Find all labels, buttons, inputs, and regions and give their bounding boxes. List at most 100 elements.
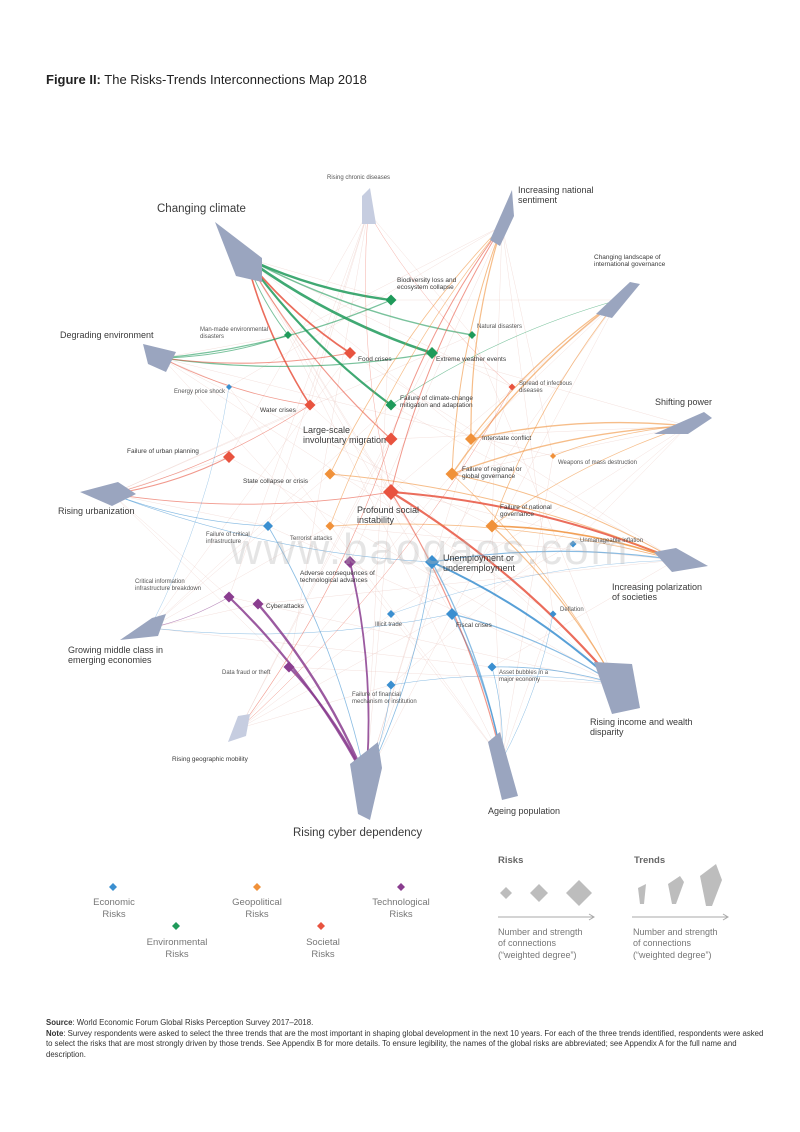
connection-governance-national [491, 299, 619, 527]
risk-nodes [223, 294, 577, 690]
connection-urbanization-critinfra [111, 493, 269, 527]
faint-connection-ageing-deflation [501, 613, 554, 761]
risk-diamond-statecollapse [324, 468, 336, 480]
faint-connection-cyber-interstate [365, 438, 472, 781]
faint-connection-mobility-financial [239, 684, 392, 729]
faint-connection-inequality-datafraud [288, 666, 617, 685]
faint-connection-power-financial [390, 425, 689, 686]
risk-label-statecollapse: State collapse or crisis [243, 478, 309, 485]
legend-trends-arrow [632, 913, 729, 921]
trend-shape-national [490, 190, 514, 246]
legend-trend-size-medium [668, 876, 684, 904]
trend-label-chronic: Rising chronic diseases [327, 175, 391, 181]
risk-diamond-unemployment [425, 555, 439, 569]
trend-shape-cyber [350, 742, 382, 820]
risk-label-national: Failure of national governance [500, 504, 552, 519]
risk-label-deflation: Deflation [560, 607, 584, 613]
risk-diamond-migration [384, 432, 398, 446]
risk-label-interstate: Interstate conflict [482, 435, 532, 442]
faint-connection-chronic-critinfra [267, 211, 369, 527]
trend-shape-power [654, 412, 712, 434]
connection-polarization-terrorist [329, 523, 677, 561]
legend-trend-size-small [638, 884, 646, 904]
connection-national-terrorist [329, 225, 503, 527]
risk-diamond-illicit [387, 610, 395, 618]
faint-connection-inequality-cib [228, 596, 617, 685]
risk-diamond-infectious [508, 383, 516, 391]
risk-label-weather: Extreme weather events [436, 356, 507, 363]
risk-label-terrorist: Terrorist attacks [290, 536, 333, 542]
faint-connection-national-national [491, 225, 503, 527]
legend-geopolitical-label: Geopolitical Risks [232, 897, 282, 920]
faint-connection-governance-instability [390, 299, 619, 493]
risk-label-food: Food crises [358, 356, 392, 363]
trend-label-climate: Changing climate [157, 203, 246, 215]
risk-diamond-weather [426, 347, 438, 359]
trend-shape-urbanization [80, 482, 136, 506]
risk-label-migration: Large-scale involuntary migration [303, 425, 387, 446]
trend-shape-governance [596, 282, 640, 318]
legend-societal-label: Societal Risks [306, 937, 340, 960]
connection-governance-interstate [470, 299, 619, 440]
note-label: Note [46, 1028, 64, 1038]
faint-connection-ageing-adverse [349, 561, 503, 761]
figure-title-prefix: Figure II: [46, 72, 101, 87]
faint-connection-chronic-natural [367, 211, 473, 336]
trend-label-cyber: Rising cyber dependency [293, 827, 423, 839]
faint-connection-national-manmade [287, 225, 503, 336]
faint-connection-power-weather [431, 352, 689, 427]
connection-climate-migration [245, 257, 392, 440]
legend-category-diamond-4 [317, 922, 325, 930]
connection-national-regional [451, 225, 503, 475]
faint-connection-national-wmd [501, 225, 554, 457]
legend-risks-note: Number and strength of connections (“wei… [498, 927, 583, 960]
faint-connection-national-adverse [349, 225, 503, 563]
trend-label-mobility: Rising geographic mobility [172, 756, 248, 763]
legend-graphics [109, 864, 729, 930]
risk-label-manmade: Man-made environmental disasters [200, 327, 269, 340]
connection-ageing-instability [390, 491, 503, 761]
risk-diamond-adverse [344, 556, 356, 568]
connection-polarization-statecollapse [329, 473, 677, 561]
connection-power-interstate [470, 421, 689, 440]
trend-shape-polarization [654, 548, 708, 572]
risk-label-inflation: Unmanageable inflation [580, 538, 644, 544]
faint-connection-chronic-cib [228, 211, 369, 598]
risk-diamond-natural [468, 331, 476, 339]
trend-label-middleclass: Growing middle class in emerging economi… [68, 645, 164, 666]
legend-risk-size-small [500, 887, 512, 899]
trend-label-ageing: Ageing population [488, 806, 561, 816]
faint-connection-power-inflation [572, 425, 689, 545]
faint-connection-environment-national [161, 357, 493, 527]
note-line: Note: Survey respondents were asked to s… [46, 1029, 766, 1061]
connection-cyber-cyberattacks [257, 603, 368, 781]
risk-diamond-manmade [284, 331, 292, 339]
connection-climate-weather [245, 256, 433, 355]
connection-cyber-cib [228, 596, 367, 781]
connection-national-interstate [470, 225, 503, 440]
legend-environmental-label: Environmental Risks [146, 937, 208, 960]
source-text: : World Economic Forum Global Risks Perc… [72, 1018, 314, 1027]
trend-label-national: Increasing national sentiment [518, 185, 594, 206]
risk-diamond-water [304, 399, 316, 411]
connection-ageing-deflation [501, 613, 554, 761]
legend-category-diamond-3 [172, 922, 180, 930]
risk-diamond-urbanplan [223, 451, 235, 463]
connection-inequality-financial [390, 675, 617, 686]
risk-label-financial: Failure of financial mechanism or instit… [352, 692, 417, 705]
risk-label-asset: Asset bubbles in a major economy [499, 670, 549, 683]
faint-connection-ageing-wmd [501, 455, 554, 761]
connection-environment-food [161, 352, 351, 364]
risk-label-cyberattacks: Cyberattacks [266, 603, 304, 610]
connection-mobility-migration [239, 438, 392, 729]
source-label: Source [46, 1018, 73, 1027]
legend-economic-label: Economic Risks [93, 897, 135, 920]
faint-connection-national-energy [228, 225, 503, 388]
risk-diamond-deflation [549, 610, 557, 618]
connection-power-national [491, 425, 689, 527]
connection-urbanization-instability [111, 491, 392, 505]
legend-risk-size-medium [530, 884, 548, 902]
faint-connection-middleclass-terrorist [149, 525, 331, 629]
legend-category-diamond-2 [397, 883, 405, 891]
faint-connection-urbanization-natural [111, 334, 473, 495]
